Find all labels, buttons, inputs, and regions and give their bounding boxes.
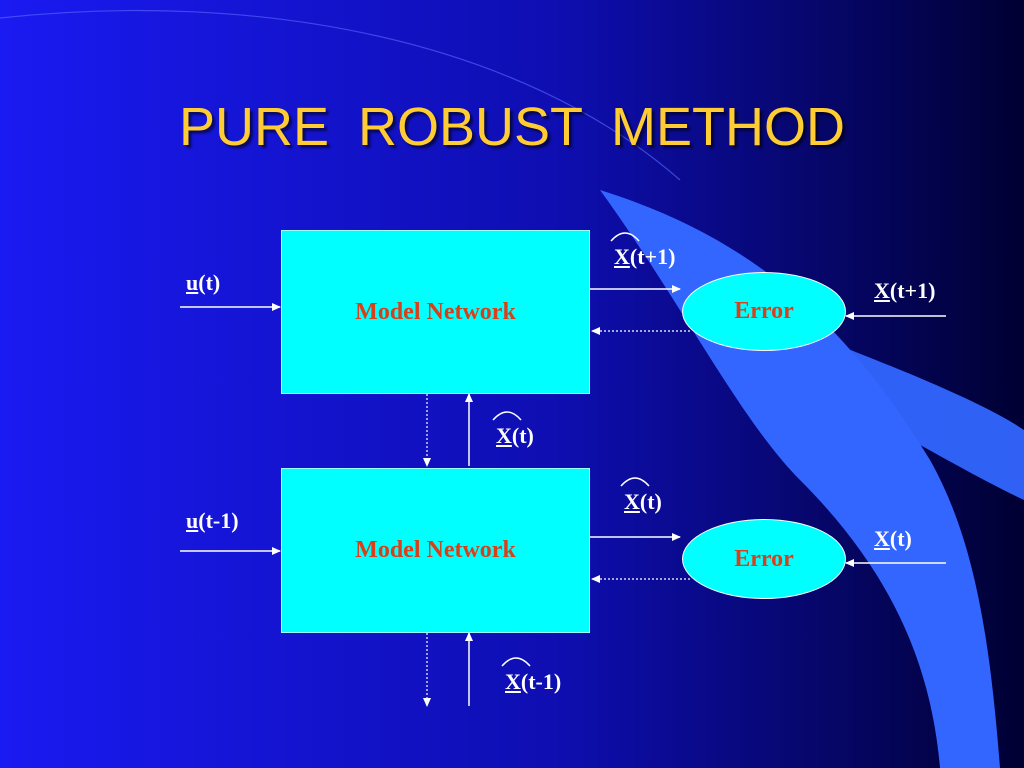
estimate-label-bottom: X (t) bbox=[620, 477, 662, 514]
symbol-text: X bbox=[505, 669, 521, 694]
measured-label-top: X(t+1) bbox=[874, 280, 935, 302]
decorative-arc bbox=[0, 9, 681, 181]
estimate-argument: (t+1) bbox=[629, 244, 676, 269]
estimate-symbol: X bbox=[610, 232, 640, 269]
estimate-label-mid: X (t) bbox=[492, 411, 534, 448]
estimate-label-top: X (t+1) bbox=[610, 232, 676, 269]
model-network-box-top: Model Network bbox=[281, 230, 590, 394]
measured-symbol: X bbox=[874, 526, 890, 551]
input-symbol: u bbox=[186, 270, 199, 295]
model-network-label: Model Network bbox=[355, 298, 516, 325]
measured-symbol: X bbox=[874, 278, 890, 303]
input-label-bottom: u(t-1) bbox=[186, 510, 239, 532]
measured-argument: (t+1) bbox=[889, 278, 936, 303]
hat-icon bbox=[610, 232, 640, 242]
error-node-top: Error bbox=[682, 272, 846, 351]
symbol-text: X bbox=[614, 244, 630, 269]
model-network-box-bottom: Model Network bbox=[281, 468, 590, 633]
slide-title: PURE ROBUST METHOD bbox=[178, 97, 846, 157]
input-symbol: u bbox=[186, 508, 199, 533]
diagram-connectors bbox=[180, 285, 946, 707]
input-argument: (t-1) bbox=[198, 508, 239, 533]
measured-label-bottom: X(t) bbox=[874, 528, 912, 550]
error-label: Error bbox=[734, 298, 794, 324]
estimate-argument: (t) bbox=[511, 423, 534, 448]
hat-icon bbox=[501, 657, 531, 667]
symbol-text: X bbox=[496, 423, 512, 448]
error-node-bottom: Error bbox=[682, 519, 846, 599]
estimate-symbol: X bbox=[492, 411, 522, 448]
estimate-label-input: X (t-1) bbox=[501, 657, 562, 694]
decorative-swoosh-tail bbox=[720, 300, 1024, 500]
input-argument: (t) bbox=[198, 270, 221, 295]
estimate-symbol: X bbox=[620, 477, 650, 514]
symbol-text: X bbox=[624, 489, 640, 514]
hat-icon bbox=[620, 477, 650, 487]
estimate-symbol: X bbox=[501, 657, 531, 694]
hat-icon bbox=[492, 411, 522, 421]
estimate-argument: (t-1) bbox=[520, 669, 562, 694]
input-label-top: u(t) bbox=[186, 272, 220, 294]
estimate-argument: (t) bbox=[639, 489, 662, 514]
model-network-label: Model Network bbox=[355, 537, 516, 563]
error-label: Error bbox=[734, 545, 794, 572]
measured-argument: (t) bbox=[889, 526, 912, 551]
